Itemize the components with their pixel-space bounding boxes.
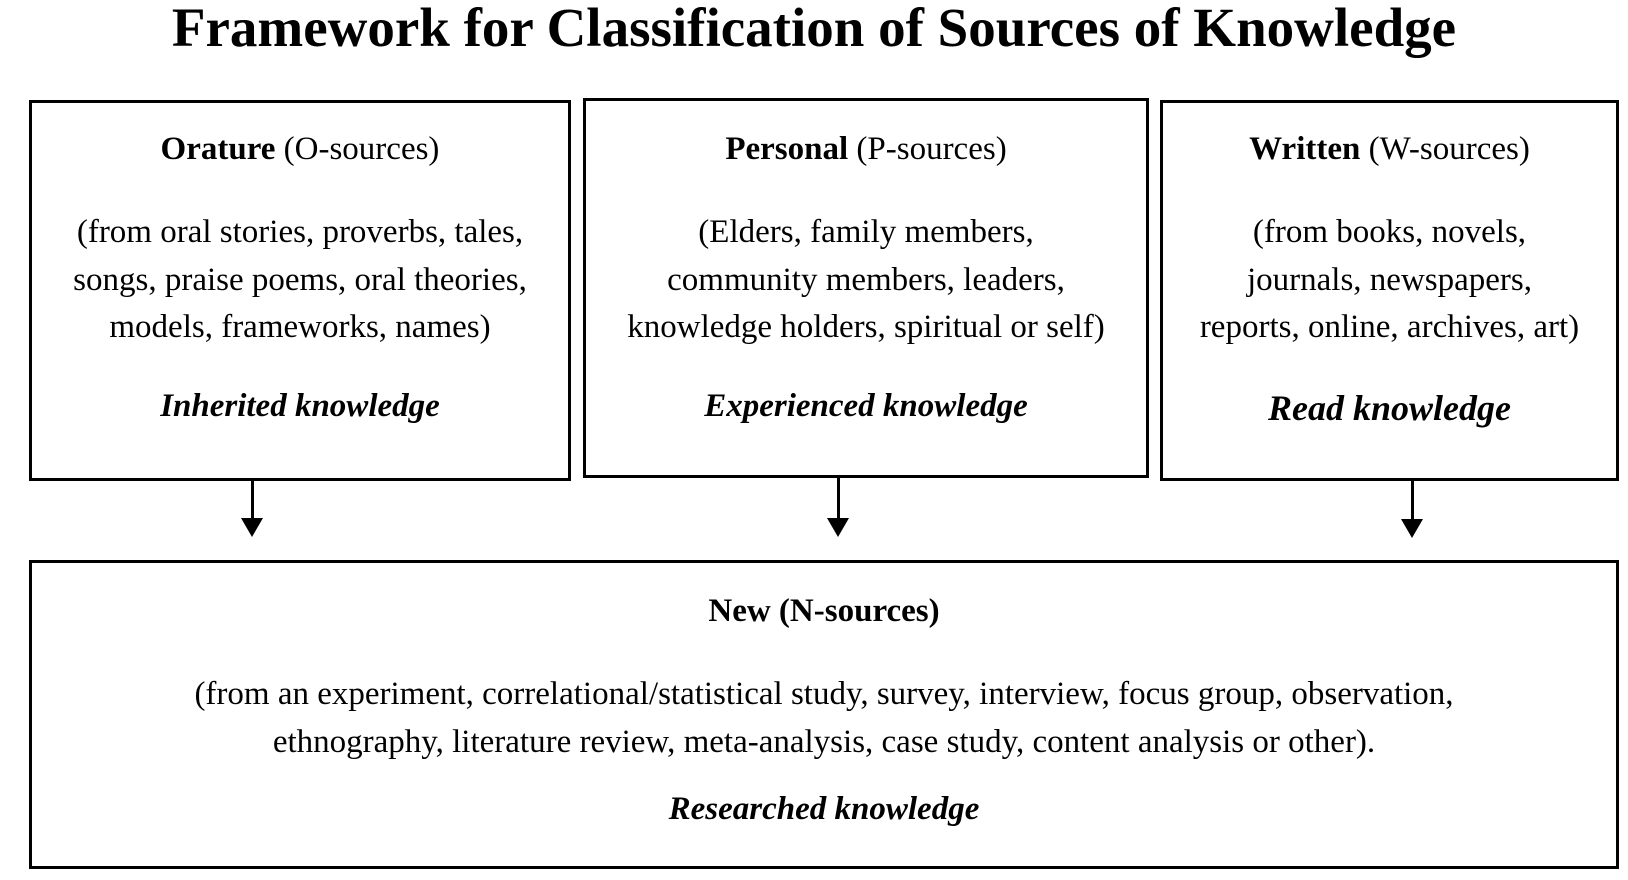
orature-heading: Orature (O-sources): [32, 130, 568, 168]
written-to-new-arrow: [1397, 481, 1427, 538]
orature-to-new-arrow: [237, 481, 267, 537]
orature-description: (from oral stories, proverbs, tales, son…: [73, 214, 527, 345]
personal-box: Personal (P-sources) (Elders, family mem…: [583, 98, 1149, 478]
new-heading: New (N-sources): [708, 593, 940, 629]
personal-caption: Experienced knowledge: [704, 388, 1028, 424]
new-box: New (N-sources) (from an experiment, cor…: [29, 560, 1619, 869]
written-heading: Written (W-sources): [1163, 130, 1616, 168]
orature-name: Orature: [160, 131, 276, 167]
personal-code: (P-sources): [848, 131, 1007, 167]
orature-code: (O-sources): [275, 131, 440, 167]
written-caption: Read knowledge: [1268, 388, 1511, 428]
personal-heading: Personal (P-sources): [586, 130, 1146, 168]
personal-name: Personal: [725, 131, 849, 167]
orature-box: Orature (O-sources) (from oral stories, …: [29, 100, 571, 481]
new-caption: Researched knowledge: [668, 791, 980, 827]
personal-description: (Elders, family members, community membe…: [627, 214, 1105, 345]
new-description: (from an experiment, correlational/stati…: [194, 676, 1454, 760]
written-box: Written (W-sources) (from books, novels,…: [1160, 100, 1619, 481]
written-description: (from books, novels, journals, newspaper…: [1199, 214, 1580, 345]
orature-caption: Inherited knowledge: [160, 388, 440, 424]
personal-to-new-arrow: [823, 478, 853, 537]
written-code: (W-sources): [1360, 131, 1530, 167]
written-name: Written: [1249, 131, 1361, 167]
diagram-title: Framework for Classification of Sources …: [171, 0, 1457, 58]
